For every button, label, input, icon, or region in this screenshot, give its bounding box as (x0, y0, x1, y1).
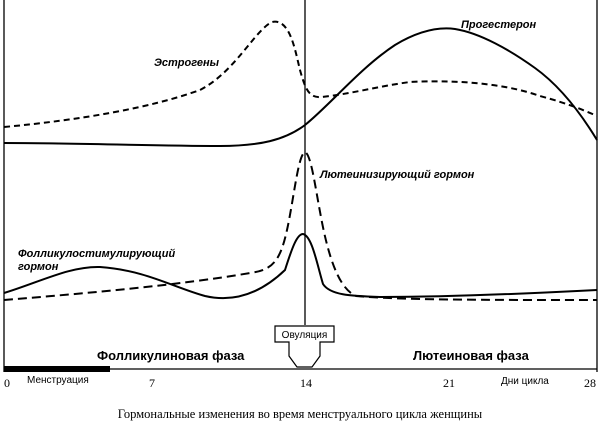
tick-0: 0 (4, 376, 10, 390)
fsh-label-line2: гормон (18, 261, 59, 273)
tick-28: 28 (584, 376, 596, 390)
lh-curve (3, 150, 598, 301)
menstruation-bar (4, 366, 110, 372)
tick-14: 14 (300, 376, 312, 390)
menstruation-label: Менструация (27, 375, 89, 386)
progesterone-label: Прогестерон (461, 19, 537, 31)
figure-caption: Гормональные изменения во время менструа… (118, 407, 483, 421)
fsh-curve (3, 232, 598, 300)
ovulation-label: Овуляция (282, 330, 328, 341)
estrogen-curve (3, 20, 598, 128)
tick-7: 7 (149, 376, 155, 390)
tick-21: 21 (443, 376, 455, 390)
luteal-phase-label: Лютеиновая фаза (413, 348, 530, 363)
follicular-phase-label: Фолликулиновая фаза (97, 348, 245, 363)
fsh-label-line1: Фолликулостимулирующий (18, 248, 175, 260)
estrogen-label: Эстрогены (154, 57, 220, 69)
progesterone-curve (3, 27, 598, 148)
lh-label: Лютеинизирующий гормон (319, 169, 475, 181)
axis-unit-label: Дни цикла (501, 376, 549, 387)
ovulation-callout (274, 325, 335, 368)
